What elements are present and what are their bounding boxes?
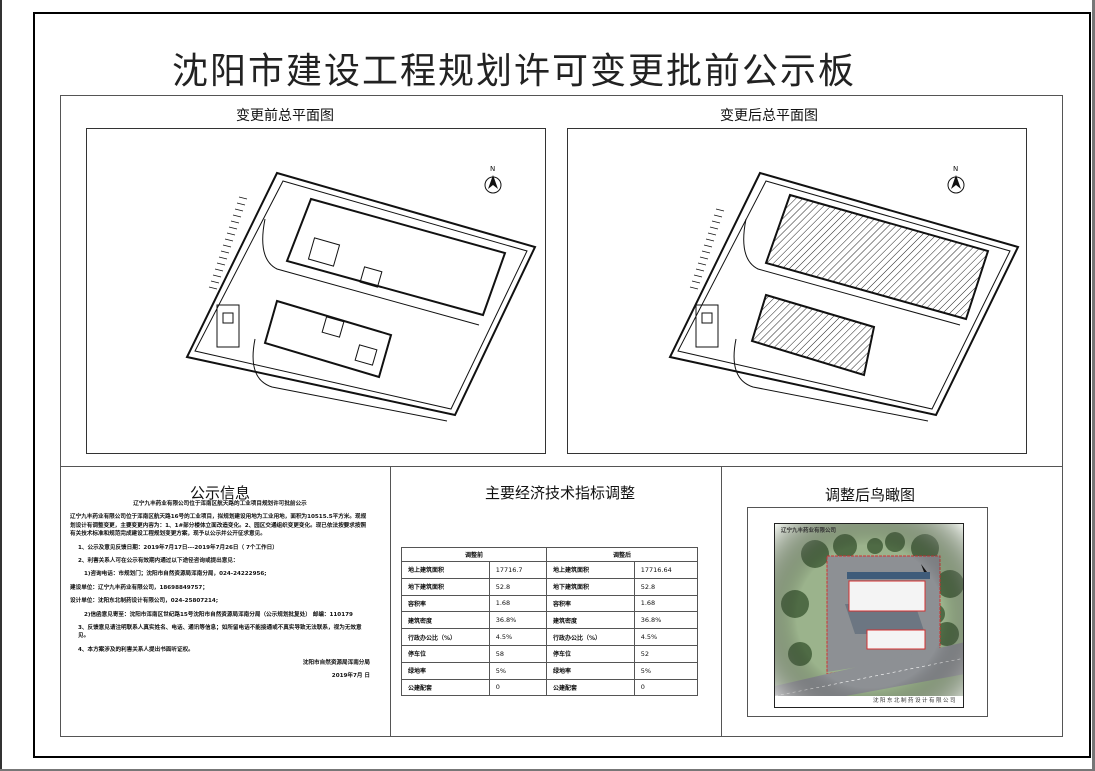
kpi-value-before: 58 bbox=[488, 644, 548, 663]
kpi-label: 容积率 bbox=[401, 594, 490, 613]
kpi-value-before: 4.5% bbox=[488, 628, 548, 646]
kpi-value-after: 1.68 bbox=[633, 594, 699, 613]
kpi-label: 绿地率 bbox=[546, 661, 635, 680]
notice-text: 辽宁九丰药业有限公司位于浑南区航天路的工业项目规划许可批前公示 辽宁九丰药业有限… bbox=[70, 500, 370, 686]
north-arrow-icon: N bbox=[484, 165, 502, 194]
kpi-value-before: 36.8% bbox=[488, 611, 548, 630]
table-row: 停车位 58 停车位 52 bbox=[401, 644, 699, 663]
kpi-label: 建筑密度 bbox=[546, 611, 635, 630]
north-arrow-icon bbox=[921, 564, 927, 572]
after-plan-title: 变更后总平面图 bbox=[720, 108, 818, 124]
notice-designer: 设计单位：沈阳东北制药设计有限公司，024-25807214; bbox=[70, 598, 219, 605]
notice-item-2: 2、利害关系人可在公示有效期内通过以下途径咨询或提出意见： bbox=[78, 557, 239, 564]
table-row: 地上建筑面积 17716.7 地上建筑面积 17716.64 bbox=[401, 561, 699, 579]
kpi-label: 绿地率 bbox=[401, 661, 490, 680]
kpi-value-before: 5% bbox=[488, 661, 548, 680]
kpi-header-before: 调整前 bbox=[400, 547, 548, 562]
notice-item-4: 4、本方案涉及的利害关系人提出书面听证权。 bbox=[78, 646, 194, 653]
kpi-label: 停车位 bbox=[546, 644, 635, 663]
kpi-value-after: 4.5% bbox=[633, 628, 699, 646]
svg-text:N: N bbox=[490, 165, 495, 173]
after-site-plan-drawing: N bbox=[668, 165, 1020, 422]
notice-subtitle: 辽宁九丰药业有限公司位于浑南区航天路的工业项目规划许可批前公示 bbox=[133, 501, 307, 507]
kpi-value-after: 52 bbox=[633, 644, 699, 663]
table-row: 容积率 1.68 容积率 1.68 bbox=[401, 594, 699, 613]
kpi-label: 地下建筑面积 bbox=[401, 577, 490, 596]
table-row: 地下建筑面积 52.8 地下建筑面积 52.8 bbox=[401, 577, 699, 596]
aerial-title: 调整后鸟瞰图 bbox=[824, 486, 915, 504]
kpi-label: 地下建筑面积 bbox=[546, 577, 635, 596]
outer-right-border bbox=[1092, 0, 1095, 771]
notice-board-frame bbox=[33, 12, 1091, 758]
north-arrow-icon: N bbox=[947, 165, 965, 194]
table-row: 绿地率 5% 绿地率 5% bbox=[401, 661, 699, 680]
notice-title: 公示信息 bbox=[189, 484, 250, 502]
horizontal-divider bbox=[60, 466, 1063, 467]
kpi-label: 停车位 bbox=[401, 644, 490, 663]
svg-text:N: N bbox=[953, 165, 958, 173]
notice-item-3: 3、反馈意见请注明联系人真实姓名、电话、通讯等信息；如所留电话不能接通或不真实导… bbox=[78, 624, 362, 640]
before-site-plan-drawing: N bbox=[185, 165, 537, 422]
notice-builder: 建设单位：辽宁九丰药业有限公司，18698849757； bbox=[70, 584, 208, 591]
kpi-label: 容积率 bbox=[546, 594, 635, 613]
outer-bottom-border bbox=[0, 769, 1095, 771]
kpi-value-after: 0 bbox=[633, 678, 699, 697]
notice-body: 辽宁九丰药业有限公司位于浑南区航天路16号的工业项目，拟规划建设用地为工业用地，… bbox=[70, 514, 367, 538]
kpi-value-after: 5% bbox=[633, 661, 699, 680]
table-row: 公建配套 0 公建配套 0 bbox=[401, 678, 699, 697]
notice-signature: 沈阳市自然资源局浑南分局 bbox=[302, 660, 370, 667]
aerial-rendering-image bbox=[775, 524, 963, 707]
kpi-header-after: 调整后 bbox=[546, 547, 698, 562]
outer-left-border bbox=[0, 0, 2, 771]
vertical-divider-1 bbox=[390, 466, 391, 737]
kpi-header-row: 调整前 调整后 bbox=[400, 547, 698, 562]
notice-item-2-1: 1)咨询电话：市规划门；沈阳市自然资源局浑南分局，024-24222956; bbox=[84, 571, 267, 578]
aerial-footer-label: 沈阳东北制药设计有限公司 bbox=[775, 696, 963, 707]
board-title: 沈阳市建设工程规划许可变更批前公示板 bbox=[172, 51, 857, 92]
before-plan-title: 变更前总平面图 bbox=[236, 108, 334, 124]
kpi-label: 公建配套 bbox=[546, 678, 635, 697]
kpi-value-after: 52.8 bbox=[633, 577, 699, 596]
kpi-label: 地上建筑面积 bbox=[401, 561, 490, 579]
kpi-table: 调整前 调整后 地上建筑面积 17716.7 地上建筑面积 17716.64 地… bbox=[400, 547, 699, 697]
table-row: 行政办公比（%） 4.5% 行政办公比（%） 4.5% bbox=[401, 628, 699, 646]
table-row: 建筑密度 36.8% 建筑密度 36.8% bbox=[401, 611, 699, 630]
kpi-label: 地上建筑面积 bbox=[546, 561, 635, 579]
kpi-label: 建筑密度 bbox=[401, 611, 490, 630]
kpi-value-after: 36.8% bbox=[633, 611, 699, 630]
aerial-rendering: 辽宁九丰药业有限公司 沈阳东北制药设计有限公司 bbox=[774, 523, 964, 708]
kpi-label: 行政办公比（%） bbox=[401, 628, 490, 646]
kpi-value-after: 17716.64 bbox=[633, 561, 699, 579]
kpi-label: 公建配套 bbox=[401, 678, 490, 697]
aerial-frame bbox=[747, 507, 988, 717]
kpi-value-before: 17716.7 bbox=[488, 561, 548, 579]
kpi-value-before: 52.8 bbox=[488, 577, 548, 596]
content-frame bbox=[60, 95, 1063, 737]
vertical-divider-2 bbox=[721, 466, 722, 737]
before-site-plan: N bbox=[86, 128, 546, 454]
kpi-title: 主要经济技术指标调整 bbox=[484, 484, 635, 502]
kpi-label: 行政办公比（%） bbox=[546, 628, 635, 646]
aerial-company-label: 辽宁九丰药业有限公司 bbox=[781, 528, 837, 534]
after-site-plan: N bbox=[567, 128, 1027, 454]
notice-item-2-2: 2)信函意见寄至：沈阳市浑南区世纪路15号沈阳市自然资源局浑南分局（公示规划批复… bbox=[84, 611, 353, 618]
notice-item-1: 1、公示及意见反馈日期：2019年7月17日---2019年7月26日（ 7个工… bbox=[78, 544, 278, 551]
kpi-value-before: 1.68 bbox=[488, 594, 548, 613]
notice-date: 2019年7月 日 bbox=[331, 673, 370, 680]
kpi-value-before: 0 bbox=[488, 678, 548, 697]
